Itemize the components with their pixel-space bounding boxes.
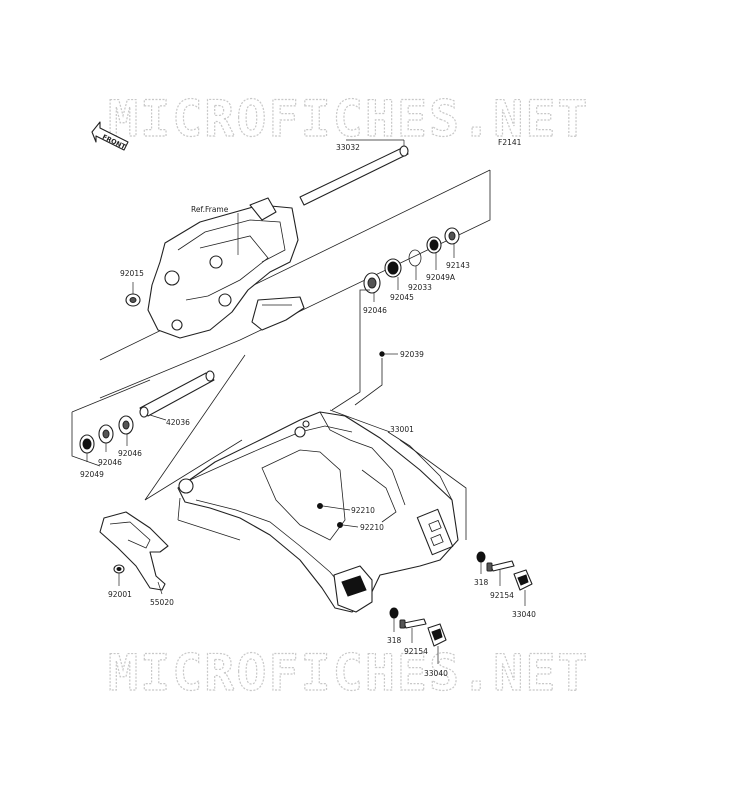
label-92046-mid: 92046 — [118, 449, 142, 458]
bolt-92210-b-part: 92210 — [337, 522, 384, 532]
bolt-92154-right-part: 92154 — [486, 560, 515, 600]
label-92210-a: 92210 — [351, 506, 375, 515]
label-33040-bottom: 33040 — [424, 669, 448, 678]
label-92001: 92001 — [108, 590, 132, 599]
circlip-92033-part: 92033 — [408, 249, 432, 292]
nut-92143-part: 92143 — [444, 227, 470, 270]
label-92210-b: 92210 — [360, 523, 384, 532]
label-33032: 33032 — [336, 143, 360, 152]
diagram-ref-code: F2141 — [498, 138, 522, 147]
frame-section-part: Ref.Frame — [147, 197, 305, 339]
label-55020: 55020 — [150, 598, 174, 607]
label-33040-right: 33040 — [512, 610, 536, 619]
label-92154-bottom: 92154 — [404, 647, 428, 656]
chain-adjuster-33040-bottom-part: 33040 — [424, 623, 448, 678]
collar-92015-part: 92015 — [120, 269, 144, 307]
bearing-92046-top-part: 92046 — [363, 272, 387, 315]
label-318-right: 318 — [474, 578, 489, 587]
nut-318-right-part: 318 — [474, 551, 489, 587]
seal-92049A-part: 92049A — [426, 236, 456, 282]
nut-318-bottom-part: 318 — [387, 607, 402, 645]
assembly-guide-lines — [71, 289, 383, 501]
label-92154-right: 92154 — [490, 591, 514, 600]
bolt-92210-a-part: 92210 — [317, 503, 375, 515]
label-ref-frame: Ref.Frame — [191, 205, 229, 214]
label-92046-low: 92046 — [98, 458, 122, 467]
label-318-bottom: 318 — [387, 636, 402, 645]
watermark-top: MICROFICHES.NET — [108, 90, 590, 148]
bolt-92154-bottom-part: 92154 — [399, 618, 428, 656]
screw-92001-part: 92001 — [108, 564, 132, 599]
chain-adjuster-33040-right-part: 33040 — [512, 569, 536, 619]
label-92046-top: 92046 — [363, 306, 387, 315]
label-42036: 42036 — [166, 418, 190, 427]
bearing-92046-low-part: 92046 — [98, 424, 122, 467]
chain-guide-55020-part: 55020 — [99, 511, 174, 607]
label-92033: 92033 — [408, 283, 432, 292]
label-92143: 92143 — [446, 261, 470, 270]
label-92045: 92045 — [390, 293, 414, 302]
label-92049: 92049 — [80, 470, 104, 479]
spacer-tube-42036-part: 42036 — [139, 370, 215, 427]
label-92039: 92039 — [400, 350, 424, 359]
label-92015: 92015 — [120, 269, 144, 278]
watermark-bottom: MICROFICHES.NET — [108, 644, 590, 702]
grease-nipple-92039-part: 92039 — [379, 350, 424, 359]
label-33001: 33001 — [390, 425, 414, 434]
pivot-shaft-part: 33032 — [299, 139, 409, 206]
bearing-92046-mid-part: 92046 — [118, 415, 142, 458]
label-92049A: 92049A — [426, 273, 456, 282]
seal-92049-part: 92049 — [79, 434, 104, 479]
swingarm-33001-part: 33001 — [177, 409, 467, 613]
seal-92045-part: 92045 — [384, 258, 414, 302]
